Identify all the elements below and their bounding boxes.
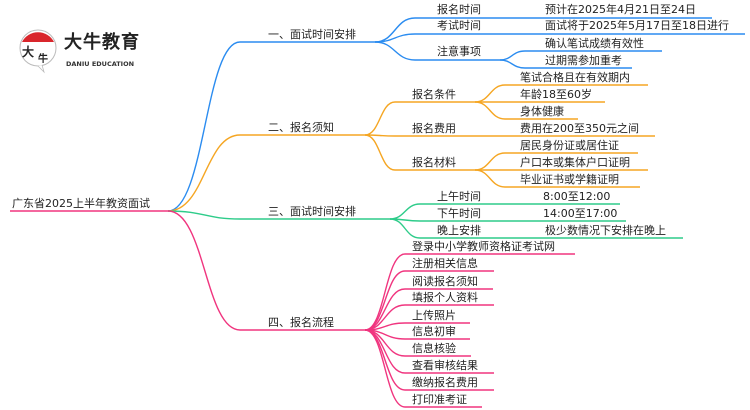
node-afternoon[interactable]: 下午时间 bbox=[437, 207, 481, 220]
logo-subtitle: DANIU EDUCATION bbox=[66, 60, 135, 68]
branch-2-title[interactable]: 二、报名须知 bbox=[268, 121, 334, 134]
leaf[interactable]: 8:00至12:00 bbox=[543, 190, 611, 203]
branch-4-title[interactable]: 四、报名流程 bbox=[268, 316, 334, 329]
process-step[interactable]: 阅读报名须知 bbox=[412, 275, 478, 288]
process-step[interactable]: 查看审核结果 bbox=[412, 359, 478, 372]
edges-branch-4 bbox=[167, 210, 575, 408]
node-evening[interactable]: 晚上安排 bbox=[437, 224, 481, 237]
leaf[interactable]: 确认笔试成绩有效性 bbox=[545, 37, 644, 50]
branch-3-title[interactable]: 三、面试时间安排 bbox=[268, 205, 356, 218]
process-step[interactable]: 上传照片 bbox=[412, 309, 456, 322]
leaf[interactable]: 笔试合格且在有效期内 bbox=[520, 71, 630, 84]
node-conditions[interactable]: 报名条件 bbox=[412, 88, 456, 101]
process-step[interactable]: 信息核验 bbox=[412, 342, 456, 355]
root-node[interactable]: 广东省2025上半年教资面试 bbox=[12, 197, 150, 210]
leaf[interactable]: 费用在200至350元之间 bbox=[520, 122, 639, 135]
process-step[interactable]: 缴纳报名费用 bbox=[412, 376, 478, 389]
edge-step bbox=[364, 270, 494, 331]
process-step[interactable]: 登录中小学教师资格证考试网 bbox=[412, 240, 555, 253]
logo-icon: 大 牛 bbox=[19, 29, 57, 74]
svg-text:大: 大 bbox=[22, 44, 34, 59]
process-step[interactable]: 打印准考证 bbox=[412, 393, 467, 406]
process-step[interactable]: 填报个人资料 bbox=[412, 291, 478, 304]
leaf[interactable]: 14:00至17:00 bbox=[543, 207, 618, 220]
node-fee[interactable]: 报名费用 bbox=[412, 122, 456, 135]
edges-branch-2 bbox=[167, 84, 655, 212]
node-morning[interactable]: 上午时间 bbox=[437, 190, 481, 203]
logo-name: 大牛教育 bbox=[64, 32, 140, 53]
svg-text:牛: 牛 bbox=[38, 52, 48, 65]
leaf[interactable]: 身体健康 bbox=[520, 105, 564, 118]
leaf[interactable]: 毕业证书或学籍证明 bbox=[520, 173, 619, 186]
leaf[interactable]: 户口本或集体户口证明 bbox=[520, 156, 630, 169]
leaf[interactable]: 预计在2025年4月21日至24日 bbox=[545, 3, 696, 16]
node-signup-time[interactable]: 报名时间 bbox=[437, 3, 481, 16]
node-exam-time[interactable]: 考试时间 bbox=[437, 19, 481, 32]
process-step[interactable]: 信息初审 bbox=[412, 325, 456, 338]
node-notes[interactable]: 注意事项 bbox=[437, 45, 481, 58]
edges-branch-3 bbox=[167, 203, 683, 239]
edge-step bbox=[364, 253, 575, 331]
branch-1-title[interactable]: 一、面试时间安排 bbox=[268, 28, 356, 41]
leaf[interactable]: 极少数情况下安排在晚上 bbox=[545, 224, 666, 237]
leaf[interactable]: 居民身份证或居住证 bbox=[520, 139, 619, 152]
edges-branch-1 bbox=[167, 17, 745, 212]
node-materials[interactable]: 报名材料 bbox=[412, 156, 456, 169]
leaf[interactable]: 过期需参加重考 bbox=[545, 54, 622, 67]
leaf[interactable]: 年龄18至60岁 bbox=[520, 88, 592, 101]
process-step[interactable]: 注册相关信息 bbox=[412, 257, 478, 270]
leaf[interactable]: 面试将于2025年5月17日至18日进行 bbox=[545, 19, 729, 32]
edge-step bbox=[364, 329, 482, 408]
